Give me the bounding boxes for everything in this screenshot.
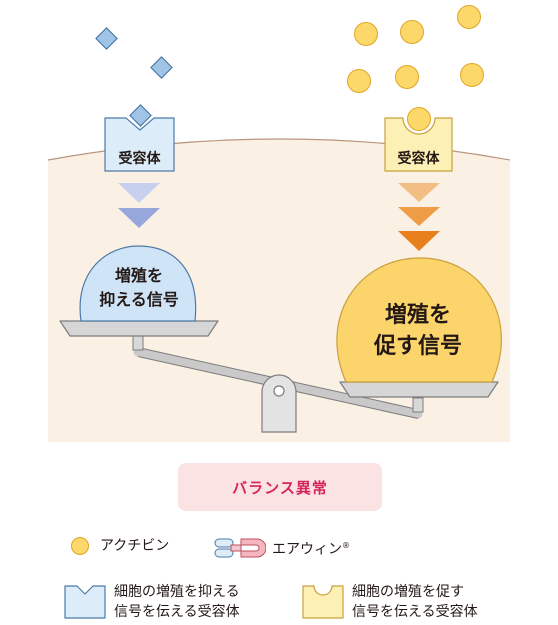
right-receptor-label: 受容体	[398, 150, 441, 167]
left-signal-line2: 抑える信号	[99, 290, 179, 309]
blue-receptor-icon	[64, 585, 106, 619]
legend-item-agonist: アクチビン	[70, 536, 169, 556]
legend-promote-line2: 信号を伝える受容体	[352, 604, 478, 620]
right-signal-blob	[336, 257, 502, 383]
orange-arrow	[398, 231, 440, 251]
left-receptor-label: 受容体	[119, 150, 162, 167]
left-pan-connector	[132, 335, 144, 351]
yellow-ball-ligand	[400, 20, 424, 44]
drug-molecule-icon	[214, 538, 266, 558]
right-pan-connector	[412, 397, 424, 413]
inhibit-receptor	[104, 117, 175, 172]
left-pan	[59, 320, 219, 337]
bound-blue-diamond	[129, 104, 152, 127]
bound-yellow-ball	[407, 107, 431, 131]
yellow-ball-ligand	[347, 69, 371, 93]
left-signal-line1: 増殖を	[115, 266, 163, 285]
right-signal-line2: 促す信号	[373, 333, 462, 359]
orange-arrow	[398, 207, 440, 226]
legend-drug-label: エアウィン®	[272, 536, 350, 560]
legend-item-inhibit-receptor: 細胞の増殖を抑える 信号を伝える受容体	[64, 582, 240, 622]
blue-diamond-ligand	[150, 56, 173, 79]
legend-promote-line1: 細胞の増殖を促す	[352, 584, 464, 600]
legend-item-drug: エアウィン®	[214, 536, 350, 560]
legend-agonist-label: アクチビン	[100, 538, 170, 554]
pivot-hole	[273, 385, 285, 397]
legend-drug-name: エアウィン	[272, 541, 342, 558]
yellow-ball-ligand	[457, 5, 481, 29]
legend-inhibit-line1: 細胞の増殖を抑える	[114, 584, 240, 600]
left-signal-blob	[79, 245, 197, 322]
yellow-ball-ligand	[395, 65, 419, 89]
registered-mark: ®	[342, 541, 350, 551]
blue-arrow	[118, 183, 160, 203]
balance-status-text: バランス異常	[232, 478, 328, 497]
legend-inhibit-text: 細胞の増殖を抑える 信号を伝える受容体	[114, 582, 240, 622]
yellow-ball-ligand	[354, 22, 378, 46]
legend-item-promote-receptor: 細胞の増殖を促す 信号を伝える受容体	[302, 582, 478, 622]
legend-promote-text: 細胞の増殖を促す 信号を伝える受容体	[352, 582, 478, 622]
right-signal-line1: 増殖を	[385, 302, 451, 328]
yellow-receptor-icon	[302, 585, 344, 619]
orange-arrow	[398, 183, 440, 202]
promote-receptor	[384, 117, 453, 172]
right-pan	[339, 381, 499, 398]
legend-inhibit-line2: 信号を伝える受容体	[114, 604, 240, 620]
balance-pivot	[261, 374, 297, 433]
blue-arrow	[118, 208, 160, 228]
balance-status-badge: バランス異常	[178, 463, 382, 511]
blue-diamond-ligand	[95, 27, 118, 50]
yellow-ball-icon	[71, 537, 89, 555]
yellow-ball-ligand	[460, 63, 484, 87]
